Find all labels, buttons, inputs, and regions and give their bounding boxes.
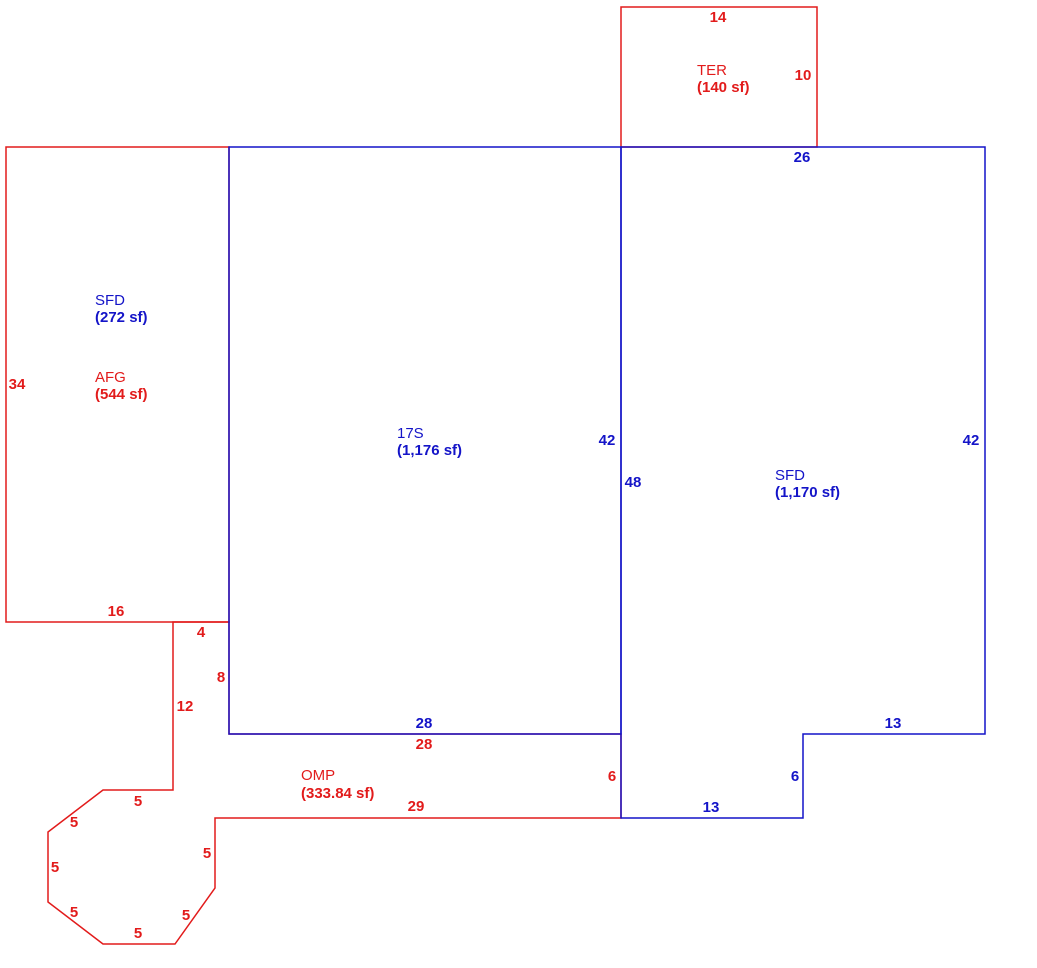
s17-size: (1,176 sf) xyxy=(397,442,462,459)
dim-oct-bottom: 5 xyxy=(134,925,142,942)
dim-sfd-bottom: 13 xyxy=(703,799,720,816)
sfd-right-name: SFD xyxy=(775,467,805,484)
sfd-outline xyxy=(620,146,986,819)
area-labels: TER (140 sf) SFD (272 sf) AFG (544 sf) 1… xyxy=(95,62,840,802)
dim-sfd-step: 6 xyxy=(791,768,799,785)
dim-ter-right: 10 xyxy=(795,67,812,84)
dimension-labels: 14 10 26 34 16 42 48 42 28 28 13 6 13 4 … xyxy=(9,9,980,942)
dim-omp-12: 12 xyxy=(177,698,194,715)
dim-ter-top: 14 xyxy=(710,9,727,26)
dim-oct-top: 5 xyxy=(134,793,142,810)
omp-name: OMP xyxy=(301,767,335,784)
sfd-right-size: (1,170 sf) xyxy=(775,484,840,501)
omp-size: (333.84 sf) xyxy=(301,785,374,802)
dim-sfd-left: 48 xyxy=(625,474,642,491)
dim-sfd-right: 42 xyxy=(963,432,980,449)
dim-omp-4: 4 xyxy=(197,624,206,641)
sfd-left-size: (272 sf) xyxy=(95,309,148,326)
dim-oct-upper-left: 5 xyxy=(70,814,78,831)
dim-afg-left: 34 xyxy=(9,376,26,393)
dim-s17-right: 42 xyxy=(599,432,616,449)
ter-size: (140 sf) xyxy=(697,79,750,96)
dim-sfd-top: 26 xyxy=(794,149,811,166)
dim-afg-bottom: 16 xyxy=(108,603,125,620)
dim-oct-lower-left: 5 xyxy=(70,904,78,921)
dim-sfd-bottom-right: 13 xyxy=(885,715,902,732)
dim-oct-left: 5 xyxy=(51,859,59,876)
dim-oct-right: 5 xyxy=(203,845,211,862)
s17-name: 17S xyxy=(397,425,424,442)
s17-outline xyxy=(228,146,622,735)
blue-outlines xyxy=(228,146,986,819)
dim-s17-bottom-red: 28 xyxy=(416,736,433,753)
dim-s17-bottom-blue: 28 xyxy=(416,715,433,732)
dim-omp-29: 29 xyxy=(408,798,425,815)
dim-omp-8: 8 xyxy=(217,669,225,686)
afg-name: AFG xyxy=(95,369,126,386)
afg-size: (544 sf) xyxy=(95,386,148,403)
dim-omp-6: 6 xyxy=(608,768,616,785)
sfd-left-name: SFD xyxy=(95,292,125,309)
dim-oct-lower-right: 5 xyxy=(182,907,190,924)
ter-name: TER xyxy=(697,62,727,79)
